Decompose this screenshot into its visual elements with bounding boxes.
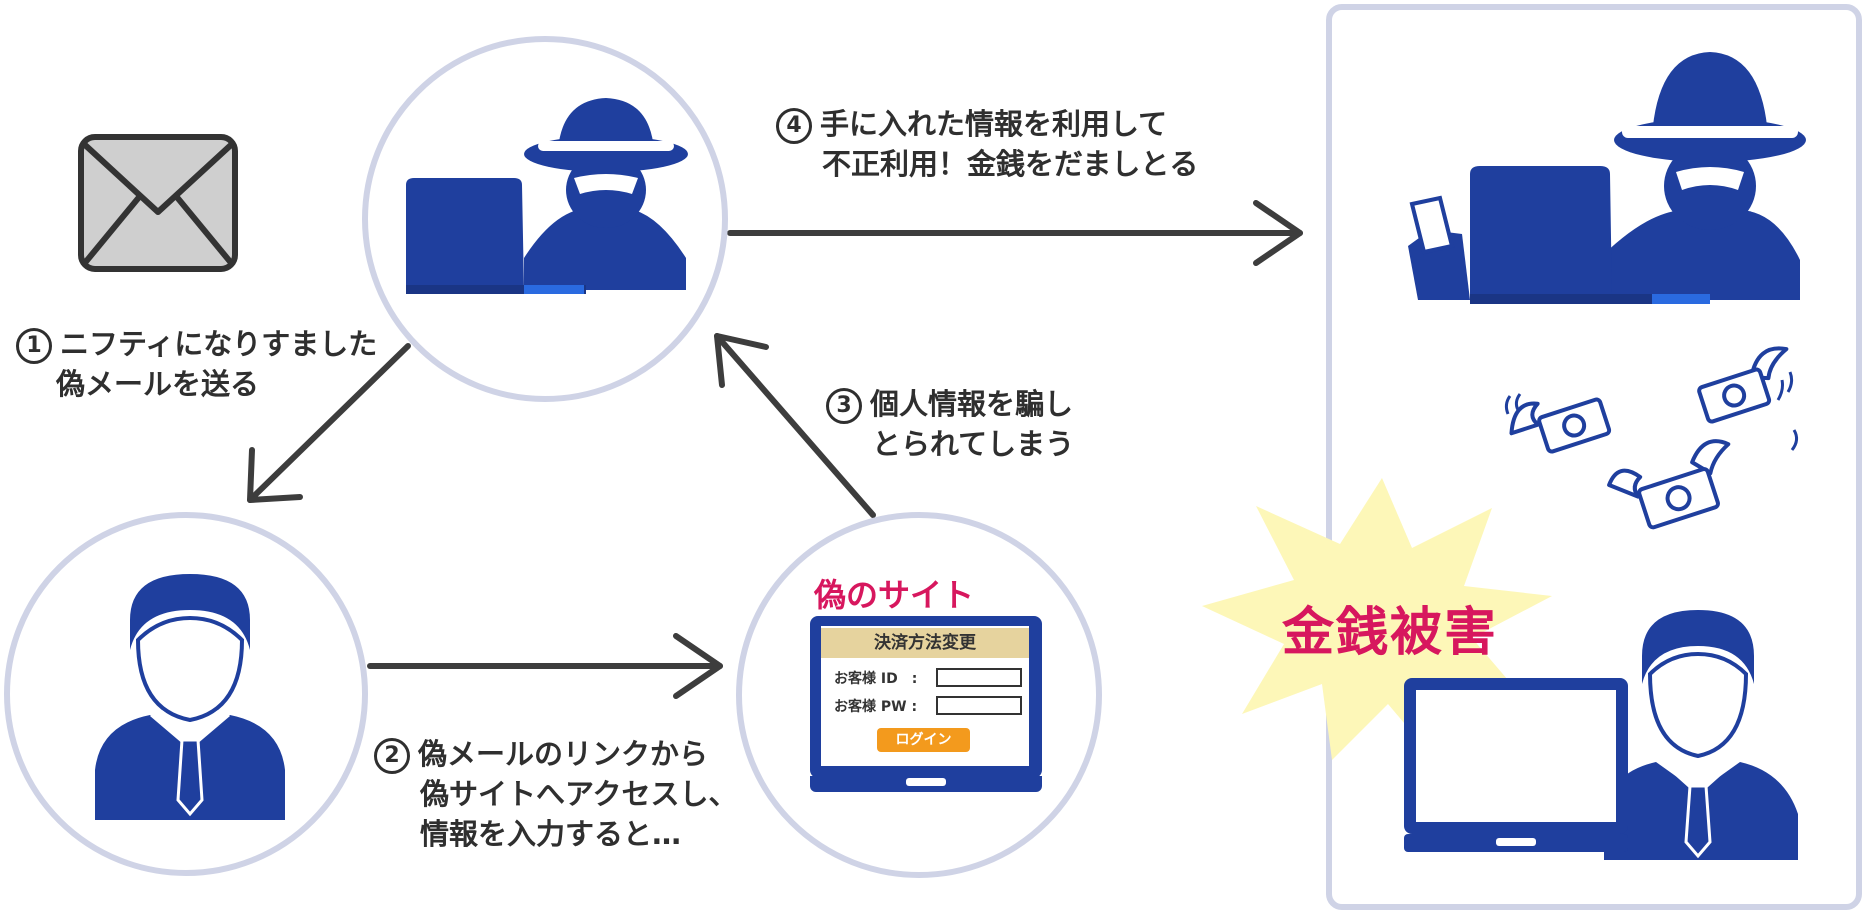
step4-line2: 不正利用！金銭をだましとる [822, 147, 1199, 181]
customer-pw-input[interactable] [936, 696, 1022, 715]
step4-number: 4 [776, 108, 812, 144]
step2-line1: 偽メールのリンクから [418, 737, 709, 771]
step1-line2: 偽メールを送る [56, 367, 260, 401]
step1-number: 1 [16, 328, 52, 364]
step2-line3: 情報を入力すると… [420, 817, 682, 851]
hacker-with-money-icon [1408, 52, 1806, 304]
envelope-icon [78, 134, 238, 272]
step1-line1: ニフティになりすました [60, 327, 378, 361]
fake-site-title: 偽のサイト [814, 576, 975, 614]
step4-line1: 手に入れた情報を利用して [820, 107, 1168, 141]
businessman-icon [95, 574, 285, 820]
arrow-step3 [714, 333, 876, 518]
step3-line1: 個人情報を騙し [870, 387, 1074, 421]
customer-id-input[interactable] [936, 668, 1022, 687]
hacker-with-laptop-icon [406, 98, 688, 294]
explosion-burst-icon [1202, 478, 1552, 768]
businessman-with-laptop-icon [1404, 610, 1798, 860]
money-damage-label: 金銭被害 [1282, 603, 1499, 663]
step3-line2: とられてしまう [872, 427, 1075, 461]
damage-panel [1326, 4, 1862, 910]
step2-number: 2 [374, 738, 410, 774]
step2-line2: 偽サイトへアクセスし、 [420, 777, 738, 811]
fake-site-monitor-notch [906, 778, 946, 786]
payment-form-title: 決済方法変更 [821, 628, 1029, 658]
flying-yen-bills-icon [1504, 346, 1799, 530]
arrow-step1 [247, 343, 411, 503]
customer-pw-label: お客様 PW : [834, 699, 918, 715]
customer-id-label: お客様 ID : [834, 671, 918, 687]
step3-number: 3 [826, 388, 862, 424]
login-button[interactable]: ログイン [877, 728, 970, 752]
